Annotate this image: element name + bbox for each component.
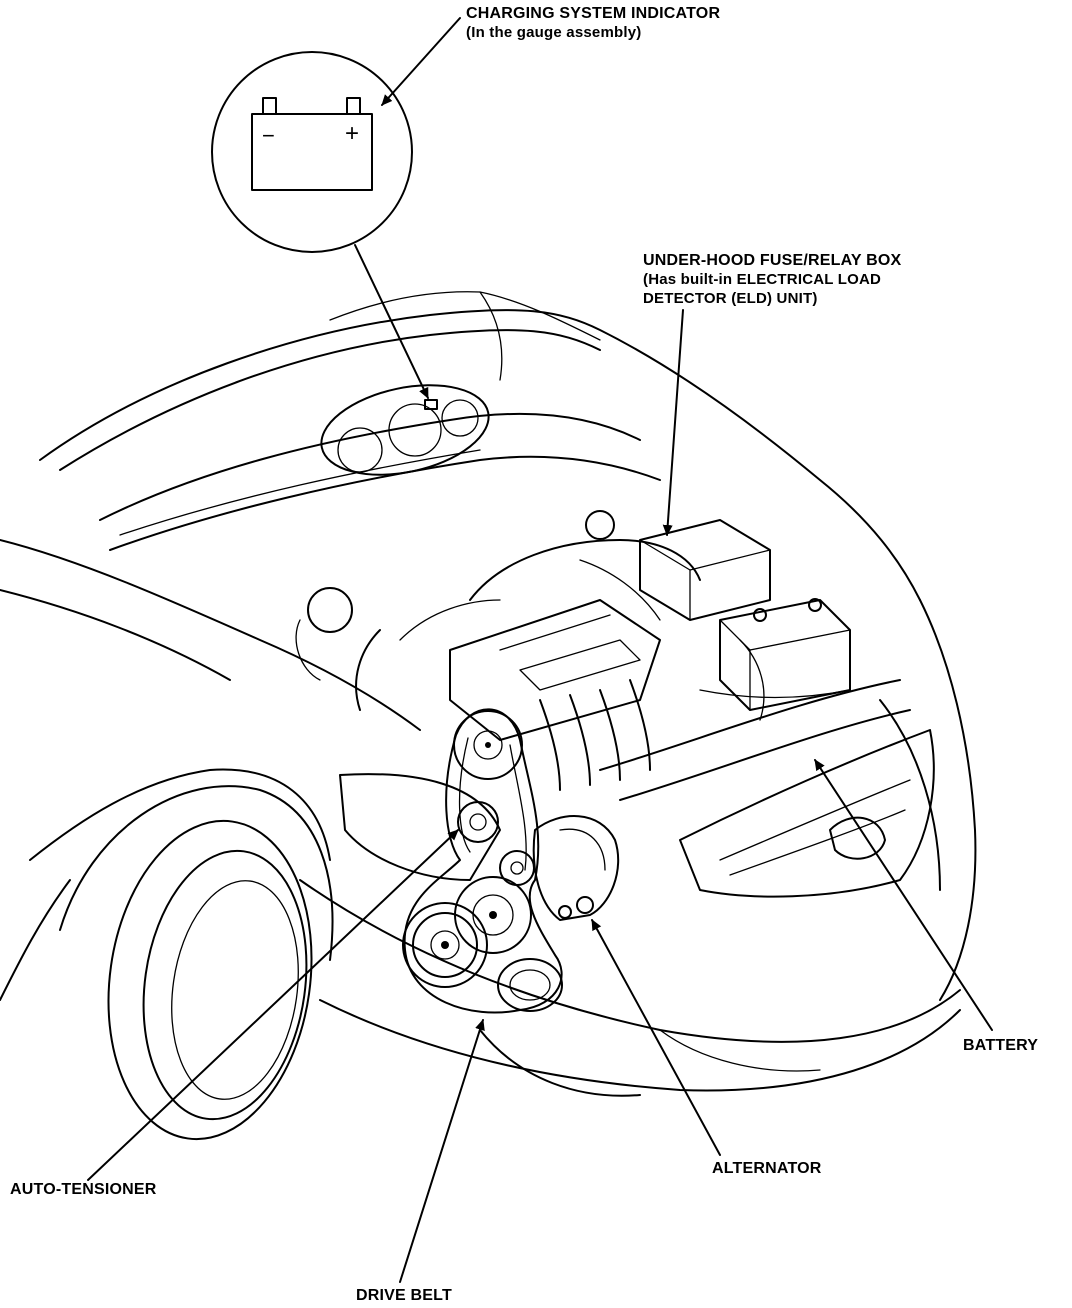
battery-label: BATTERY [963,1037,1039,1054]
car-body [0,291,977,1141]
battery-minus-symbol: − [262,123,276,148]
fuse-box-label-line3: DETECTOR (ELD) UNIT) [643,290,818,307]
alternator-label: ALTERNATOR [712,1160,822,1177]
belt-drive [402,708,620,1014]
fuse-box-label-line2: (Has built-in ELECTRICAL LOAD [643,271,882,288]
leader-lines [87,17,993,1283]
battery-plus-symbol: + [345,120,360,147]
charging-indicator-note: (In the gauge assembly) [466,24,642,41]
charging-indicator-inset [211,51,413,253]
auto-tensioner-label: AUTO-TENSIONER [10,1181,157,1198]
engine-assembly [295,510,851,791]
fuse-box-label-line1: UNDER-HOOD FUSE/RELAY BOX [643,252,902,269]
charging-indicator-label: CHARGING SYSTEM INDICATOR [466,5,721,22]
drive-belt-label: DRIVE BELT [356,1287,452,1304]
